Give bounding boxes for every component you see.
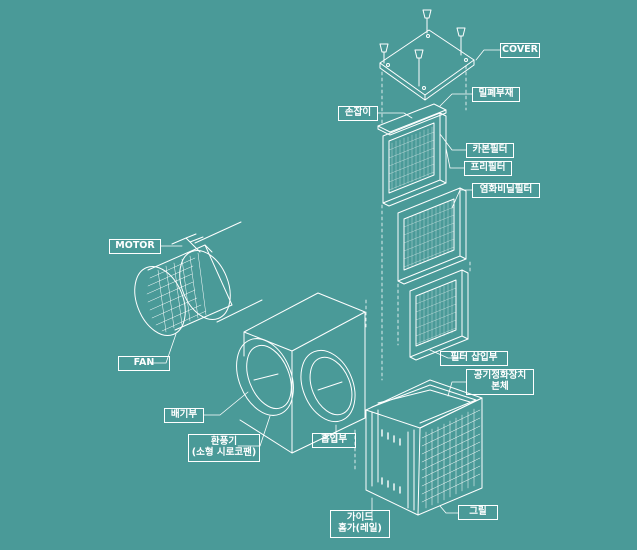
label-grille: 그릴 <box>458 505 498 520</box>
label-ventilator: 환풍기(소형 시로코팬) <box>188 434 260 462</box>
label-intake: 흡입부 <box>312 433 356 448</box>
pvc-filter-mesh <box>403 199 455 269</box>
intake-ring <box>300 349 356 423</box>
label-cover: COVER <box>500 43 540 58</box>
pre-filter-panel <box>409 269 469 361</box>
pre-filter-mesh <box>415 281 457 346</box>
label-pvc-filter: 염화비닐필터 <box>472 183 540 198</box>
label-sealing-member: 밀폐부재 <box>472 87 520 102</box>
sealing-member-frame <box>377 103 447 136</box>
cover-plate <box>379 29 475 101</box>
carbon-filter-mesh <box>388 126 435 191</box>
assembly-guide-lines <box>354 65 471 471</box>
pvc-filter-panel <box>397 187 467 285</box>
fan-assembly <box>134 221 263 336</box>
exhaust-ring <box>236 338 294 416</box>
guide-rail-slots <box>381 429 401 494</box>
carbon-filter-panel <box>382 112 447 207</box>
fan-housing-box <box>239 292 366 454</box>
purifier-body <box>365 379 483 516</box>
fan-blades <box>146 252 207 333</box>
grille-louvers <box>421 408 481 509</box>
screw-icon <box>379 9 466 87</box>
label-filter-insert: 필터 삽입부 <box>440 351 508 366</box>
label-motor: MOTOR <box>109 239 161 254</box>
label-handle: 손잡이 <box>338 106 378 121</box>
label-fan: FAN <box>118 356 170 371</box>
motor-connector <box>171 233 204 253</box>
leader-lines <box>147 49 501 522</box>
label-carbon-filter: 카본필터 <box>466 143 514 158</box>
label-pre-filter: 프리필터 <box>464 161 512 176</box>
label-exhaust: 배기부 <box>164 408 204 423</box>
